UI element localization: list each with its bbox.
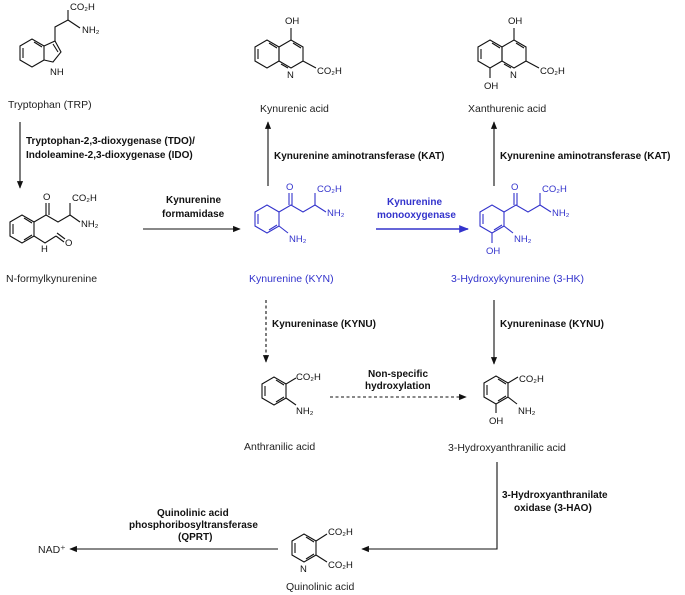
haao-label-line2: oxidase (3-HAO) bbox=[514, 503, 592, 514]
hk-oxo-label: O bbox=[511, 182, 518, 193]
haao-label-line1: 3-Hydroxyanthranilate bbox=[502, 490, 608, 501]
hydroxyanthranilic-acid-structure: CO₂H NH₂ OH bbox=[483, 374, 544, 427]
xa-oh-top-label: OH bbox=[508, 16, 522, 27]
trp-nh-label: NH bbox=[50, 67, 64, 78]
trp-co2h-label: CO₂H bbox=[70, 2, 95, 13]
hk-oh-label: OH bbox=[486, 246, 500, 257]
tryptophan-label: Tryptophan (TRP) bbox=[8, 99, 92, 111]
trp-nh2-label: NH₂ bbox=[82, 25, 100, 36]
kynurenic-acid-structure: OH N CO₂H bbox=[254, 16, 342, 81]
kyn-nh2-label: NH₂ bbox=[327, 208, 345, 219]
qprt-label-line2: phosphoribosyltransferase bbox=[129, 520, 258, 531]
kynurenine-structure: O CO₂H NH₂ NH₂ bbox=[254, 182, 345, 245]
kynu-label-1: Kynureninase (KYNU) bbox=[272, 319, 376, 330]
hk-ring-nh2-label: NH₂ bbox=[514, 234, 532, 245]
xa-n-label: N bbox=[510, 70, 517, 81]
kyna-oh-label: OH bbox=[285, 16, 299, 27]
nfk-co2h-label: CO₂H bbox=[72, 193, 97, 204]
xanthurenic-acid-structure: OH N CO₂H OH bbox=[477, 16, 565, 92]
kyn-co2h-label: CO₂H bbox=[317, 184, 342, 195]
kynurenine-label: Kynurenine (KYN) bbox=[249, 273, 334, 285]
hydroxykynurenine-structure: O CO₂H NH₂ NH₂ OH bbox=[479, 182, 570, 257]
kat-label-2: Kynurenine aminotransferase (KAT) bbox=[500, 151, 670, 162]
quinolinic-acid-label: Quinolinic acid bbox=[286, 581, 354, 593]
xa-co2h-label: CO₂H bbox=[540, 66, 565, 77]
kyna-co2h-label: CO₂H bbox=[317, 66, 342, 77]
haa-oh-label: OH bbox=[489, 416, 503, 427]
n-formylkynurenine-structure: O CO₂H NH₂ H O bbox=[9, 192, 99, 255]
kynu-label-2: Kynureninase (KYNU) bbox=[500, 319, 604, 330]
aa-co2h-label: CO₂H bbox=[296, 372, 321, 383]
qa-n-label: N bbox=[300, 564, 307, 575]
haa-nh2-label: NH₂ bbox=[518, 406, 536, 417]
kynurenic-acid-label: Kynurenic acid bbox=[260, 103, 329, 115]
aa-nh2-label: NH₂ bbox=[296, 406, 314, 417]
xanthurenic-acid-label: Xanthurenic acid bbox=[468, 103, 546, 115]
qa-co2h-bottom-label: CO₂H bbox=[328, 560, 353, 571]
nad-label: NAD⁺ bbox=[38, 544, 66, 556]
n-formylkynurenine-label: N-formylkynurenine bbox=[6, 273, 97, 285]
formamidase-label-line2: formamidase bbox=[162, 209, 225, 220]
hk-co2h-label: CO₂H bbox=[542, 184, 567, 195]
xa-oh-bottom-label: OH bbox=[484, 81, 498, 92]
tdo-enzyme-label: Tryptophan-2,3-dioxygenase (TDO)/ bbox=[26, 136, 195, 147]
qa-co2h-top-label: CO₂H bbox=[328, 527, 353, 538]
tryptophan-structure: CO₂H NH₂ NH bbox=[19, 2, 100, 78]
hk-nh2-label: NH₂ bbox=[552, 208, 570, 219]
kyn-oxo-label: O bbox=[286, 182, 293, 193]
nfk-oxo-label: O bbox=[43, 192, 50, 203]
anthranilic-acid-structure: CO₂H NH₂ bbox=[261, 372, 321, 417]
hydroxyanthranilic-acid-label: 3-Hydroxyanthranilic acid bbox=[448, 442, 566, 454]
ido-enzyme-label: Indoleamine-2,3-dioxygenase (IDO) bbox=[26, 150, 193, 161]
anthranilic-acid-label: Anthranilic acid bbox=[244, 441, 315, 453]
nfk-h-label: H bbox=[41, 244, 48, 255]
nfk-formyl-o-label: O bbox=[65, 238, 72, 249]
haa-co2h-label: CO₂H bbox=[519, 374, 544, 385]
nonspecific-label-line2: hydroxylation bbox=[365, 381, 431, 392]
nonspecific-label-line1: Non-specific bbox=[368, 369, 428, 380]
kat-label-1: Kynurenine aminotransferase (KAT) bbox=[274, 151, 444, 162]
hydroxykynurenine-label: 3-Hydroxykynurenine (3-HK) bbox=[451, 273, 584, 285]
kyn-ring-nh2-label: NH₂ bbox=[289, 234, 307, 245]
haao-arrow bbox=[361, 462, 498, 553]
nfk-nh2-label: NH₂ bbox=[81, 219, 99, 230]
quinolinic-acid-structure: CO₂H CO₂H N bbox=[291, 527, 353, 575]
formamidase-label-line1: Kynurenine bbox=[166, 195, 221, 206]
qprt-label-line3: (QPRT) bbox=[178, 532, 212, 543]
kyna-n-label: N bbox=[287, 70, 294, 81]
kmo-label-line1: Kynurenine bbox=[387, 197, 442, 208]
qprt-label-line1: Quinolinic acid bbox=[157, 508, 229, 519]
kmo-label-line2: monooxygenase bbox=[377, 210, 456, 221]
